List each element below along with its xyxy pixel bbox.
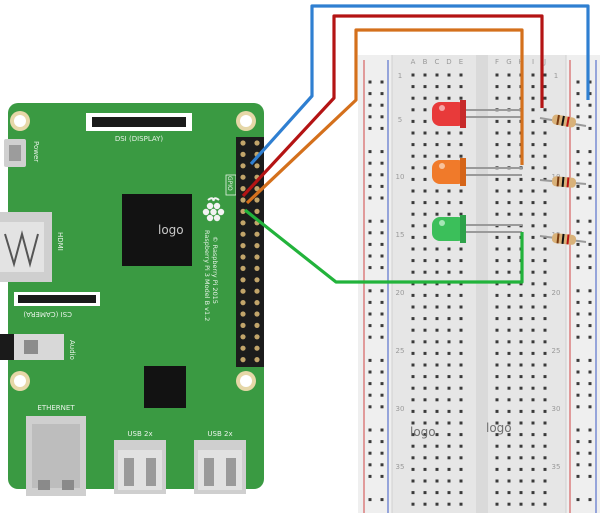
gpio-header [236, 137, 264, 367]
resistor-1 [539, 114, 587, 128]
wire-blue [249, 4, 590, 166]
resistor-2 [539, 176, 587, 188]
breadboard-logo-left: logo [410, 425, 436, 439]
usb2-label: USB 2x [207, 430, 232, 438]
mounting-holes [10, 111, 256, 391]
raspberry-pi-board: Power DSI (DISPLAY) HDMI CSI (CAMERA) Au… [0, 103, 264, 496]
row-number: 25 [396, 347, 405, 355]
col-letter: B [423, 58, 428, 66]
wire-orange [245, 28, 524, 205]
col-letter: C [435, 58, 440, 66]
soc-chip [122, 194, 192, 266]
col-letter: A [411, 58, 416, 66]
col-letter: I [532, 58, 534, 66]
row-number: 20 [396, 289, 405, 297]
audio-label: Audio [68, 340, 76, 360]
col-letter: D [446, 58, 451, 66]
breadboard-left-rail [358, 55, 392, 513]
breadboard-right-rail [566, 55, 600, 513]
row-number: 35 [396, 463, 405, 471]
row-number: 1 [554, 72, 558, 80]
wires [241, 4, 590, 284]
gpio-pins [240, 140, 260, 363]
row-number: 1 [398, 72, 402, 80]
row-number: 25 [552, 347, 561, 355]
usb1-label: USB 2x [127, 430, 152, 438]
col-letter: E [459, 58, 463, 66]
gpio-label: GPIO [226, 176, 233, 191]
audio-jack [0, 334, 16, 360]
breadboard-logo-right: logo [486, 421, 512, 435]
col-letter: G [506, 58, 511, 66]
led-orange [432, 158, 466, 186]
row-number: 10 [396, 173, 405, 181]
breadboard: A B C D E F G H I J 1 5 10 15 20 25 30 3… [358, 55, 600, 513]
row-number: 20 [552, 289, 561, 297]
led-legs [460, 109, 522, 233]
hdmi-label: HDMI [56, 232, 64, 251]
wire-red [241, 14, 544, 198]
resistor-3 [539, 233, 587, 245]
dsi-label: DSI (DISPLAY) [115, 135, 164, 143]
row-number: 15 [396, 231, 405, 239]
breadboard-holes [368, 73, 592, 506]
wire-green [244, 208, 524, 284]
pi-pcb [8, 103, 264, 489]
csi-label: CSI (CAMERA) [23, 310, 72, 318]
power-label: Power [32, 141, 40, 162]
col-letter: J [543, 58, 546, 66]
column-letters-left: A B C D E [411, 58, 464, 66]
model-line-1: Raspberry Pi 3 Model B v1.2 [203, 230, 211, 321]
raspberry-logo-icon [202, 197, 225, 222]
ethernet-label: ETHERNET [37, 404, 75, 412]
row-number: 30 [396, 405, 405, 413]
breadboard-center-channel [476, 55, 488, 513]
col-letter: F [495, 58, 499, 66]
led-red [432, 100, 466, 128]
soc-logo: logo [158, 223, 184, 237]
led-green [432, 215, 466, 243]
row-numbers-left: 1 5 10 15 20 25 30 35 [396, 72, 405, 471]
row-number: 35 [552, 463, 561, 471]
row-number: 5 [398, 116, 402, 124]
model-line-2: © Raspberry Pi 2015 [211, 236, 219, 304]
row-number: 30 [552, 405, 561, 413]
lan-chip [144, 366, 186, 408]
